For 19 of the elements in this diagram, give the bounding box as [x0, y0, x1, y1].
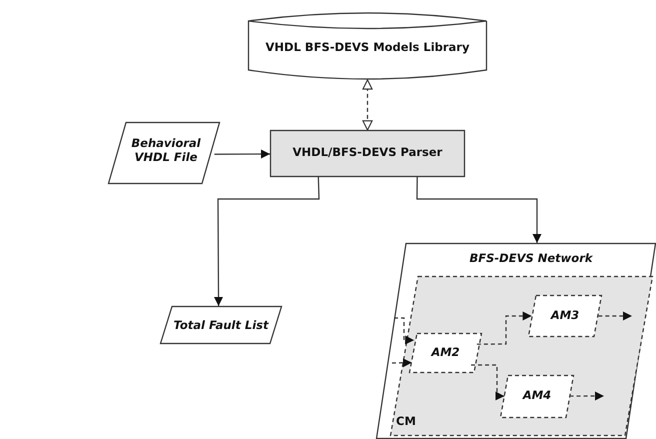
node-label: VHDL/BFS-DEVS Parser: [292, 145, 444, 160]
node-label: BFS-DEVS Network: [468, 251, 594, 266]
node-label: VHDL BFS-DEVS Models Library: [264, 40, 470, 54]
node-label: AM2: [430, 345, 461, 360]
node-label: CM: [396, 414, 416, 428]
arrow: [476, 312, 532, 345]
arrow: [362, 79, 373, 131]
arrow: [598, 312, 632, 320]
arrow: [471, 364, 504, 400]
arrow: [394, 317, 414, 345]
arrow: [570, 392, 604, 401]
node-label: Total Fault List: [172, 318, 270, 332]
node-label: AM4: [521, 388, 552, 402]
arrow: [392, 358, 412, 368]
node-label: AM3: [549, 308, 580, 322]
node-label: Behavioral VHDL File: [130, 136, 202, 165]
arrow: [214, 150, 270, 159]
arrow: [416, 177, 542, 243]
arrow: [214, 176, 320, 306]
